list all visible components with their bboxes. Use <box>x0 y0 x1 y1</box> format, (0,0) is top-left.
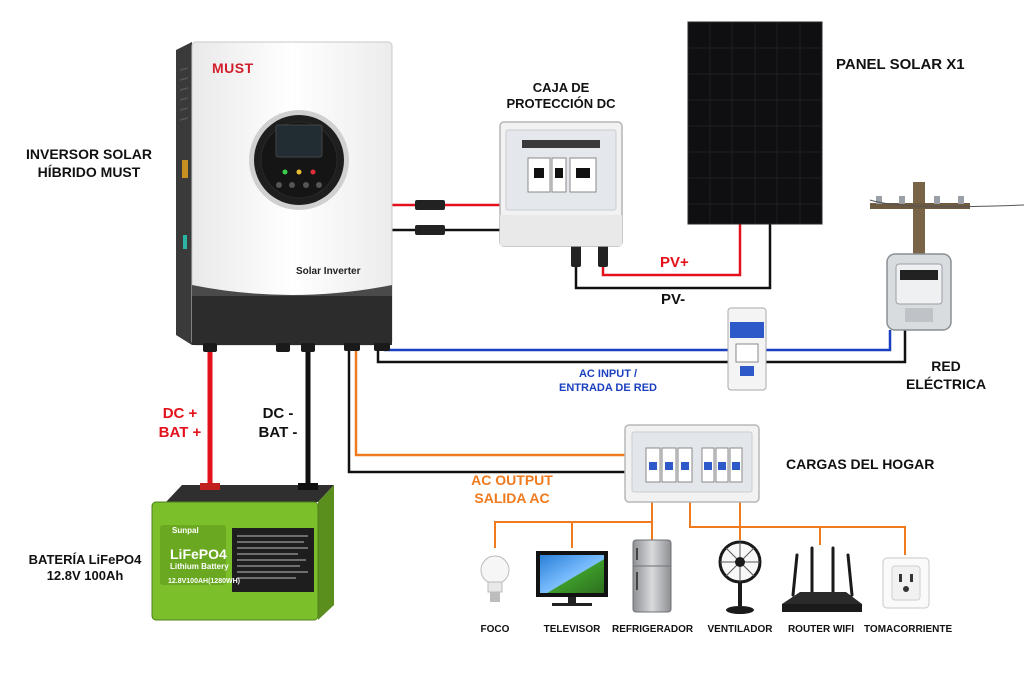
dc-positive-label-line2: BAT + <box>158 423 202 441</box>
inverter-side-panel <box>176 42 192 345</box>
battery-title: LiFePO4 <box>170 546 227 562</box>
battery-brand: Sunpal <box>172 526 199 535</box>
dc-breakers <box>527 157 597 193</box>
lifepo4-battery <box>151 483 334 621</box>
ac-output-label: AC OUTPUT SALIDA AC <box>456 472 568 507</box>
dc-negative-label-line1: DC - <box>262 405 294 422</box>
meter-base <box>905 308 933 322</box>
appliance-label-televisor: TELEVISOR <box>543 624 601 635</box>
grid-label-line2: ELÉCTRICA <box>905 375 987 392</box>
router-icon <box>782 546 862 612</box>
meter-counter <box>900 270 938 280</box>
dc-box-lower <box>500 215 622 246</box>
load-wire-foco <box>494 500 653 548</box>
battery-label-line1: BATERÍA LiFePO4 <box>28 552 142 567</box>
ac-output-live-wire <box>354 342 625 457</box>
inverter-side-port <box>182 160 188 178</box>
inverter-bottom-band <box>192 295 392 345</box>
distribution-board <box>624 424 760 503</box>
refrigerator-icon <box>632 539 672 613</box>
dc-negative-label: DC - BAT - <box>250 405 306 443</box>
appliance-label-router: ROUTER WIFI <box>787 624 855 635</box>
battery-label-left <box>160 525 226 585</box>
lcd-screen <box>275 124 323 158</box>
inverter-brand-logo: MUST <box>212 60 254 76</box>
battery-terminal-positive <box>200 483 220 490</box>
ac-output-label-line2: SALIDA AC <box>474 489 550 506</box>
home-loads-label: CARGAS DEL HOGAR <box>786 456 935 472</box>
pv-negative-label: PV- <box>661 291 686 308</box>
dc-negative-label-line2: BAT - <box>258 423 298 441</box>
board-breakers <box>645 447 743 483</box>
battery-label-line2: 12.8V 100Ah <box>46 568 124 584</box>
outlet-icon <box>882 557 930 609</box>
dc-box-label-line1: CAJA DE <box>532 80 590 95</box>
mc4-connector-positive <box>415 200 445 210</box>
grid-label: RED ELÉCTRICA <box>896 358 996 393</box>
inverter-model-text: Solar Inverter <box>296 266 361 277</box>
load-wire-outlet <box>689 500 906 555</box>
battery-spec-lines <box>237 535 308 579</box>
dc-positive-label: DC + BAT + <box>150 405 210 443</box>
hybrid-inverter <box>176 41 393 352</box>
dc-positive-label-line1: DC + <box>162 405 198 422</box>
battery-rating: 12.8V100AH(1280WH) <box>168 578 240 585</box>
solar-panel-label: PANEL SOLAR X1 <box>836 56 965 73</box>
ac-input-breaker <box>727 307 767 391</box>
ac-output-neutral-wire <box>347 342 625 474</box>
fan-icon <box>718 540 762 614</box>
dc-box-busbar <box>522 140 600 148</box>
cable-glands <box>203 343 390 352</box>
ac-input-label: AC INPUT / ENTRADA DE RED <box>550 368 666 396</box>
light-bulb-icon <box>480 555 510 602</box>
appliance-label-foco: FOCO <box>480 624 510 635</box>
inverter-band-curve <box>192 285 392 296</box>
inverter-vents <box>179 67 189 121</box>
grid-label-line1: RED <box>931 358 961 374</box>
appliance-label-ventilador: VENTILADOR <box>707 624 773 635</box>
breaker-label-band <box>730 322 764 338</box>
dc-box-label-line2: PROTECCIÓN DC <box>506 96 616 112</box>
control-buttons <box>276 182 322 188</box>
ac-input-neutral-wire <box>376 342 728 364</box>
mc4-panel-negative <box>571 245 581 267</box>
solar-panel-cells <box>688 22 822 224</box>
appliance-label-refrigerador: REFRIGERADOR <box>612 624 694 635</box>
ac-input-label-line2: ENTRADA DE RED <box>559 381 657 394</box>
battery-subtitle: Lithium Battery <box>170 562 229 571</box>
dc-protection-box <box>499 121 623 247</box>
inverter-label-line2: HÍBRIDO MUST <box>37 163 141 180</box>
status-led-red <box>310 169 316 175</box>
grid-live-wire <box>766 330 892 352</box>
status-led-yellow <box>296 169 302 175</box>
breaker-toggle <box>740 366 754 376</box>
dc-box-label: CAJA DE PROTECCIÓN DC <box>498 80 624 113</box>
battery-terminal-negative <box>298 483 318 490</box>
appliance-label-tomacorriente: TOMACORRIENTE <box>864 624 953 635</box>
grid-neutral-wire <box>766 330 907 364</box>
utility-pole <box>913 182 925 262</box>
battery-side <box>318 485 334 620</box>
grid-utility <box>869 182 1024 331</box>
pv-positive-label: PV+ <box>660 254 689 271</box>
breaker-window <box>735 343 759 363</box>
battery-label: BATERÍA LiFePO4 12.8V 100Ah <box>22 552 148 585</box>
ac-input-label-line1: AC INPUT / <box>578 368 638 380</box>
pole-insulators <box>876 196 964 204</box>
inverter-side-indicator <box>183 235 187 249</box>
inverter-label: INVERSOR SOLAR HÍBRIDO MUST <box>26 146 152 181</box>
solar-panel <box>687 21 823 225</box>
power-line <box>869 199 1024 208</box>
ac-input-live-wire <box>383 342 728 352</box>
mc4-panel-positive <box>598 245 608 267</box>
inverter-label-line1: INVERSOR SOLAR <box>26 146 153 162</box>
status-led-green <box>282 169 288 175</box>
mc4-connector-negative <box>415 225 445 235</box>
ac-output-label-line1: AC OUTPUT <box>471 472 553 488</box>
television-icon <box>536 551 608 606</box>
